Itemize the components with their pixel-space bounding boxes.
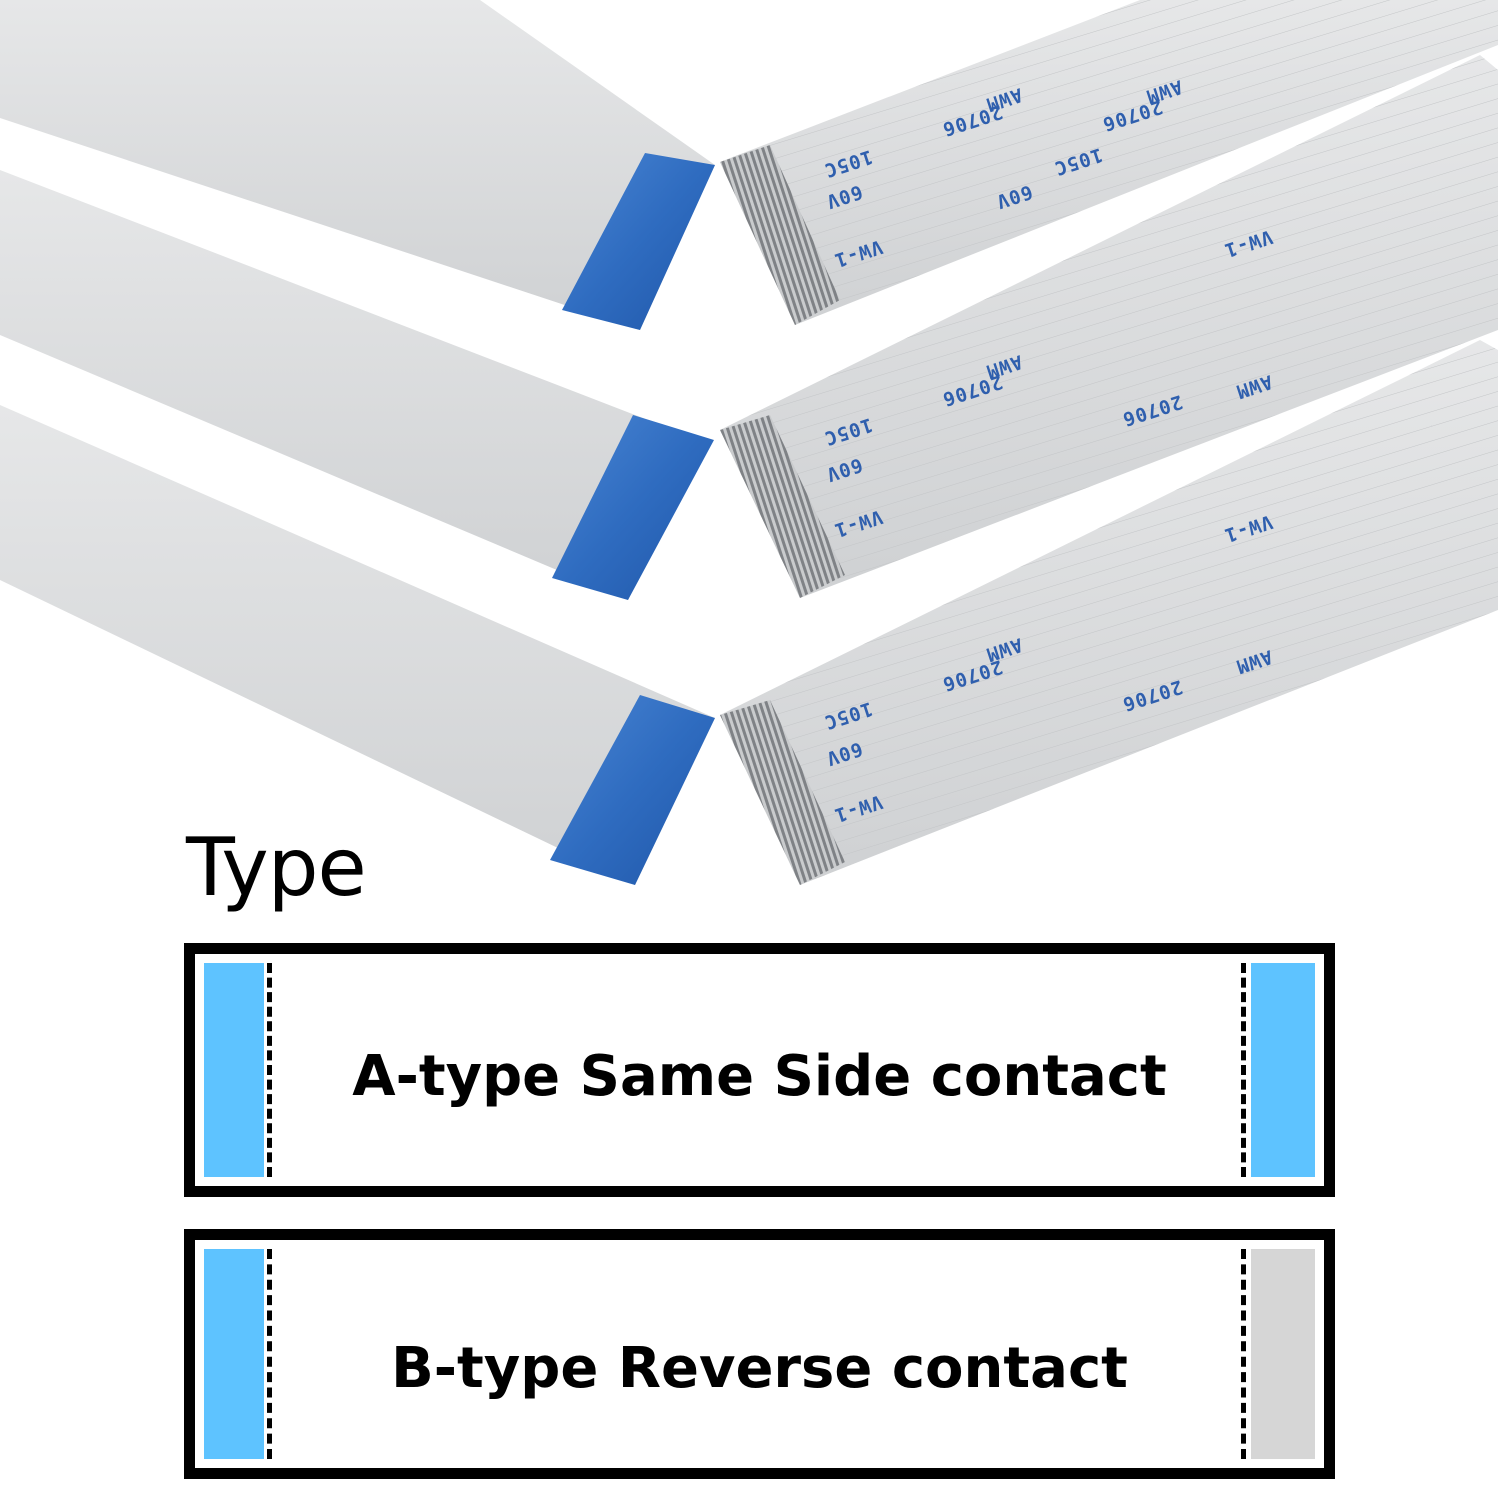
- a-type-right-fold-line: [1241, 963, 1246, 1177]
- b-type-diagram: B-type Reverse contact: [184, 1229, 1335, 1479]
- type-heading: Type: [186, 821, 367, 914]
- a-type-diagram: A-type Same Side contact: [184, 943, 1335, 1197]
- right-cable-2: [720, 55, 1498, 598]
- right-cable-3: [720, 340, 1498, 885]
- b-type-label: B-type Reverse contact: [391, 1336, 1128, 1401]
- b-type-left-contact: [204, 1249, 264, 1459]
- right-cable-1: [720, 0, 1498, 325]
- a-type-right-contact: [1251, 963, 1315, 1177]
- a-type-left-fold-line: [267, 963, 272, 1177]
- left-cable-1: [0, 0, 715, 330]
- a-type-label: A-type Same Side contact: [352, 1044, 1167, 1109]
- a-type-left-contact: [204, 963, 264, 1177]
- b-type-left-fold-line: [267, 1249, 272, 1459]
- b-type-right-fold-line: [1241, 1249, 1246, 1459]
- left-cable-3: [0, 405, 715, 885]
- ffc-cable-photo: AWM 20706 105C 60V VW-1 AWM 20706 105C 6…: [0, 0, 1498, 885]
- b-type-right-contact: [1251, 1249, 1315, 1459]
- left-cable-2: [0, 170, 714, 600]
